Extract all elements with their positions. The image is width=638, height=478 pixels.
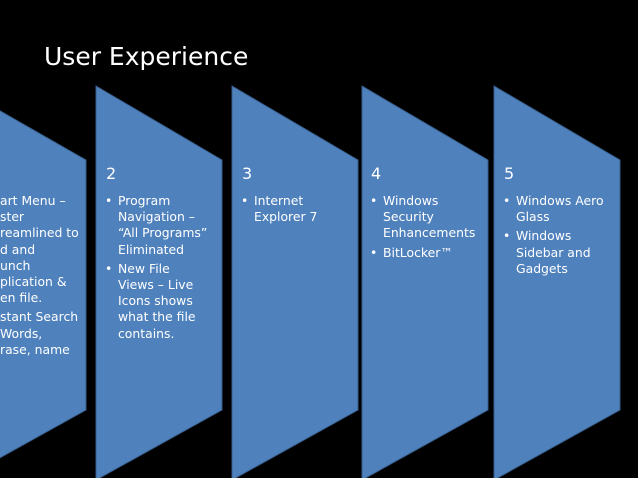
step-2-number: 2 — [106, 164, 117, 183]
step-5-bullet-1: Windows Aero Glass — [503, 193, 619, 225]
bullet-text: New File Views – Live Icons shows what t… — [118, 260, 196, 341]
bullet-text: Windows Aero Glass — [516, 193, 604, 225]
bullet-text: stant Search Words, rase, name — [0, 309, 79, 357]
step-1-bullet-2: stant Search Words, rase, name — [0, 309, 86, 358]
bullet-text: Program Navigation – “All Programs” Elim… — [118, 193, 208, 257]
bullet-text: Windows Security Enhancements — [383, 193, 476, 241]
bullet-text: BitLocker™ — [383, 244, 453, 260]
step-5-bullet-2: Windows Sidebar and Gadgets — [503, 228, 619, 277]
step-4-number: 4 — [371, 164, 382, 183]
chevron-step-1 — [0, 110, 87, 459]
step-2-bullet-2: New File Views – Live Icons shows what t… — [105, 261, 221, 342]
step-4-bullet-1: Windows Security Enhancements — [370, 193, 486, 242]
step-3-number: 3 — [242, 164, 253, 183]
slide-title: User Experience — [44, 42, 249, 71]
bullet-text: Internet Explorer 7 — [254, 193, 318, 225]
bullet-text: art Menu – ster reamlined to d and unch … — [0, 193, 79, 306]
step-4-bullets: Windows Security Enhancements BitLocker™ — [370, 193, 486, 264]
step-5-bullets: Windows Aero Glass Windows Sidebar and G… — [503, 193, 619, 280]
step-1-bullets: art Menu – ster reamlined to d and unch … — [0, 193, 86, 361]
step-2-bullets: Program Navigation – “All Programs” Elim… — [105, 193, 221, 345]
chevron-step-3 — [231, 85, 359, 478]
step-5-number: 5 — [504, 164, 515, 183]
step-2-bullet-1: Program Navigation – “All Programs” Elim… — [105, 193, 221, 258]
chevron-step-5 — [493, 85, 621, 478]
chevron-step-4 — [361, 85, 489, 478]
step-4-bullet-2: BitLocker™ — [370, 245, 486, 261]
step-3-bullets: Internet Explorer 7 — [241, 193, 357, 228]
bullet-text: Windows Sidebar and Gadgets — [516, 228, 591, 276]
step-3-bullet-1: Internet Explorer 7 — [241, 193, 357, 225]
step-1-bullet-1: art Menu – ster reamlined to d and unch … — [0, 193, 86, 306]
